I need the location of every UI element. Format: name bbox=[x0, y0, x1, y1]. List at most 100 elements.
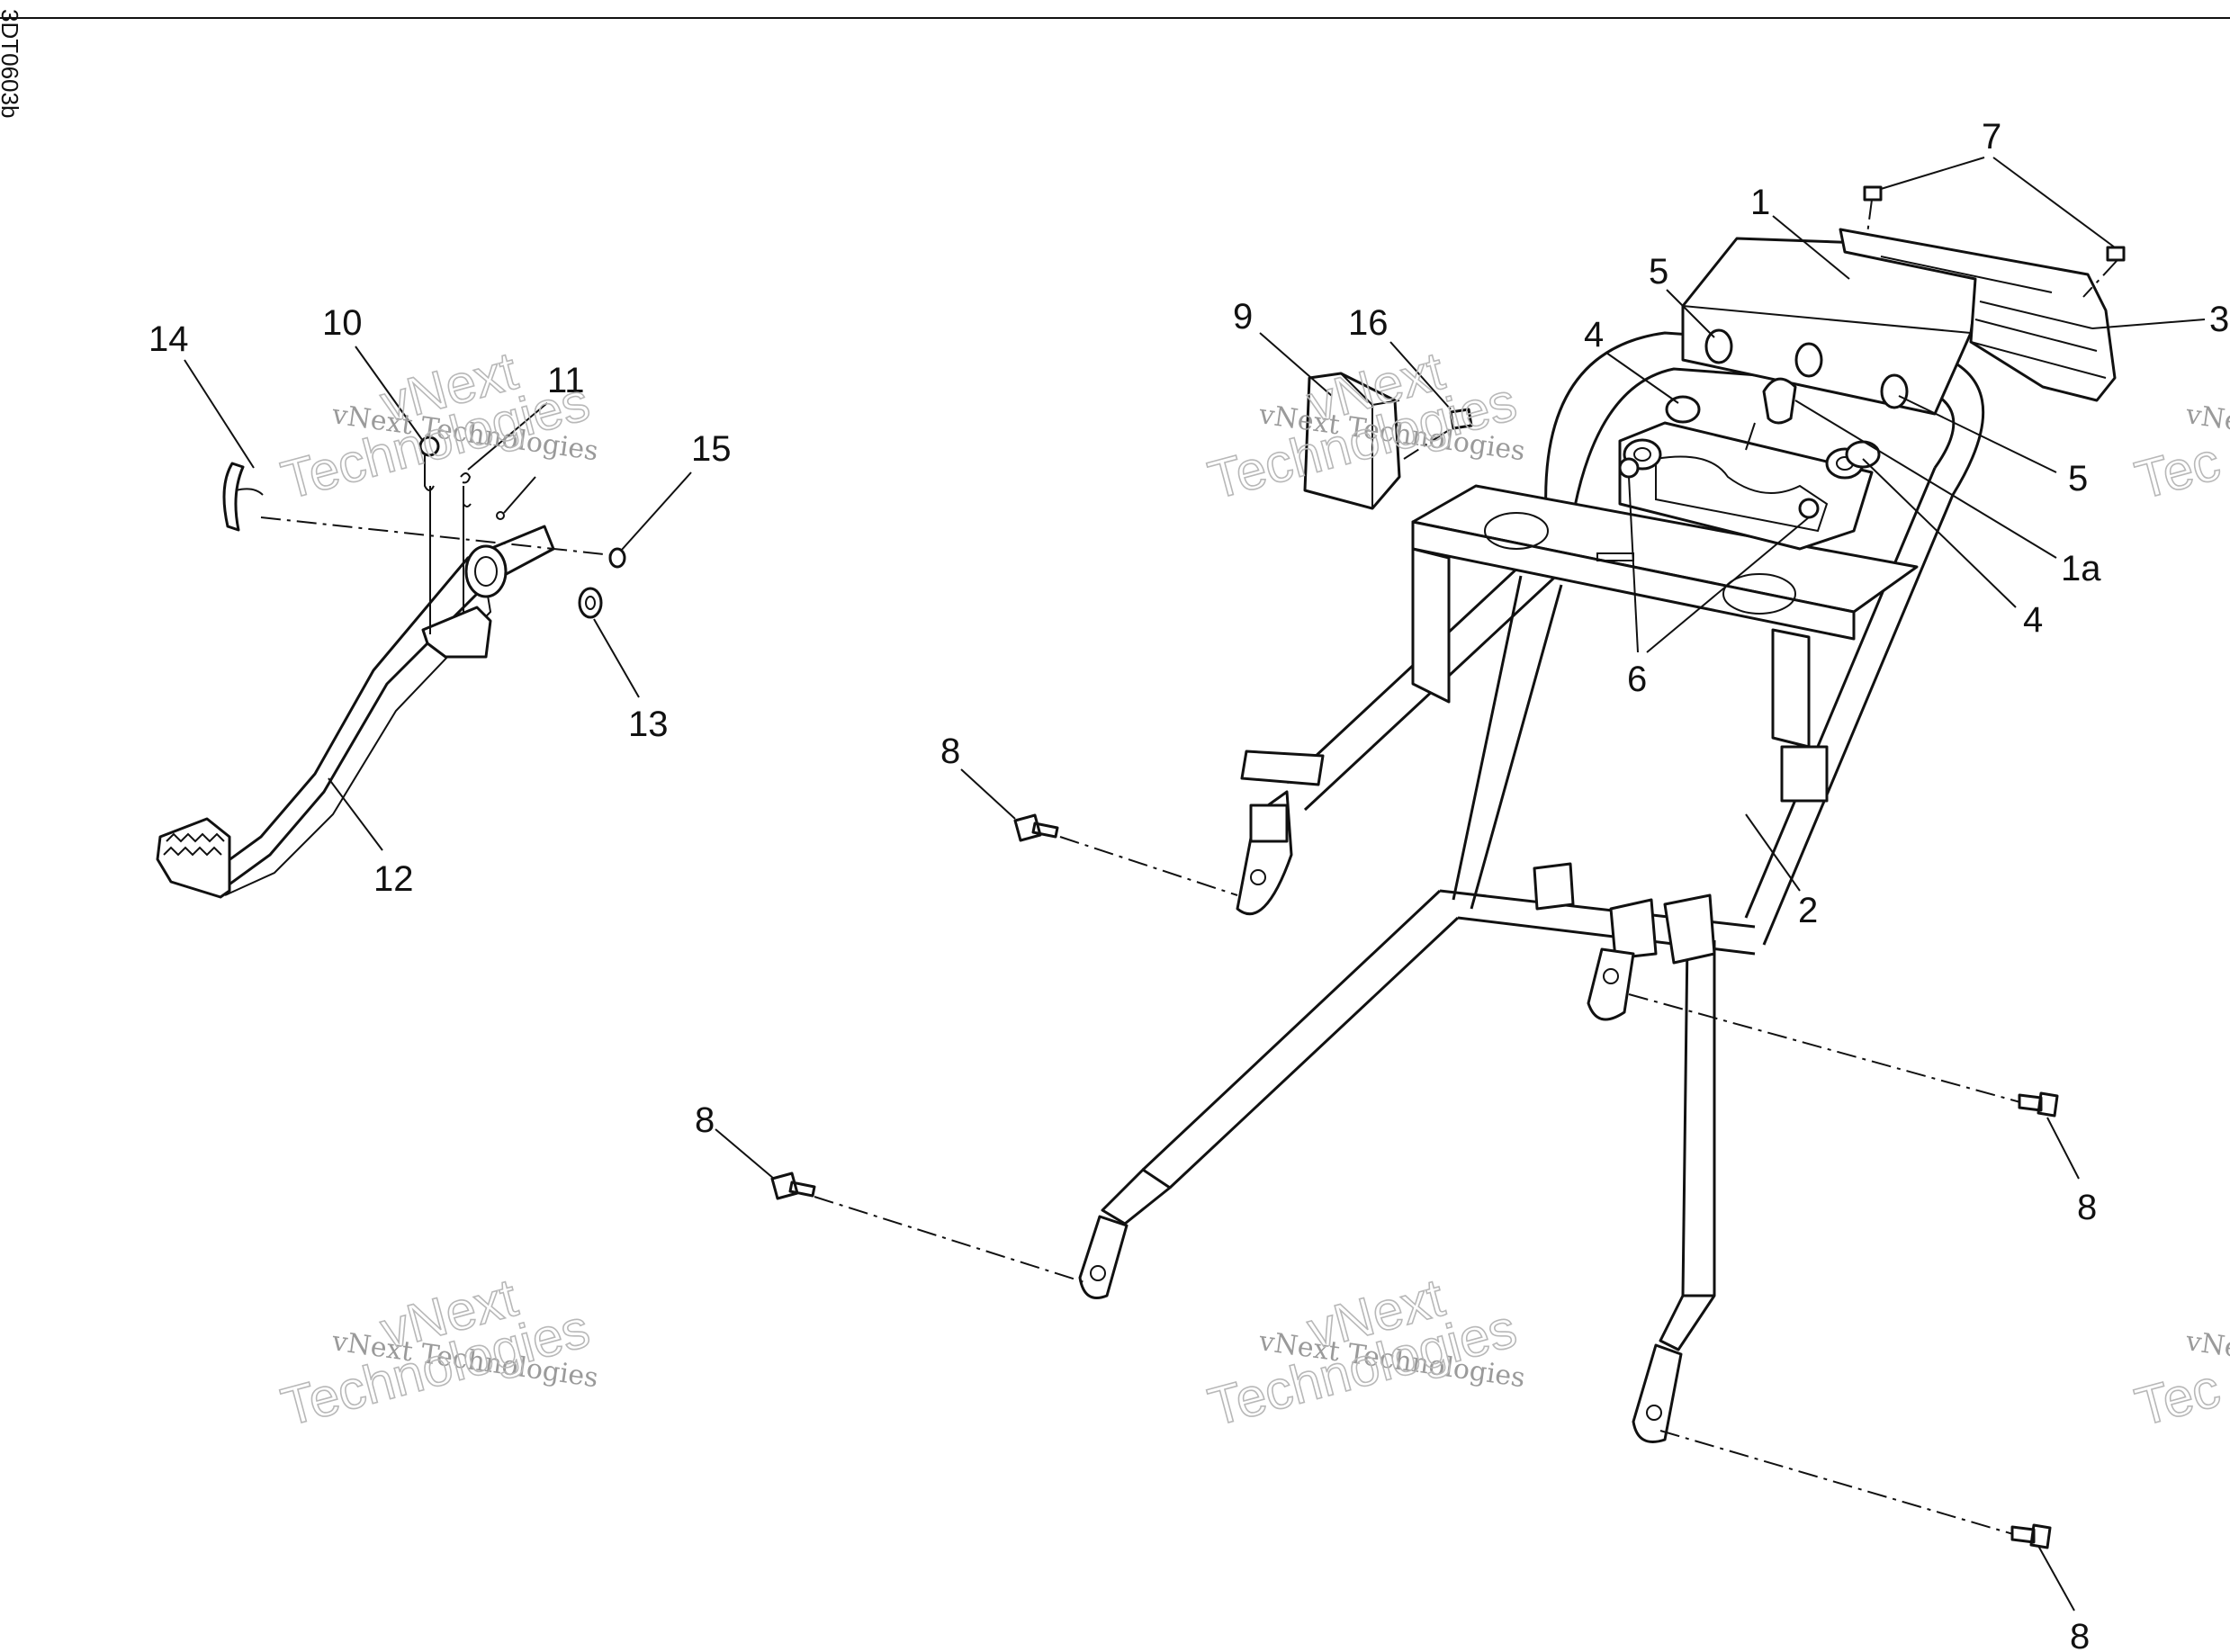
pedal-assembly-axis bbox=[260, 516, 622, 557]
pedal-pivot-hole bbox=[474, 556, 498, 587]
leader-4a bbox=[1605, 352, 1679, 404]
callout-12: 12 bbox=[373, 859, 414, 899]
bolt-right-upper bbox=[2018, 1091, 2059, 1118]
bolt-lower-left bbox=[770, 1172, 816, 1200]
spring-clip bbox=[460, 472, 472, 507]
leader-8a bbox=[960, 768, 1016, 820]
frame-left-lower-lug-hole bbox=[1090, 1265, 1106, 1281]
plate-screw-left-axis bbox=[1866, 199, 1873, 235]
leader-14 bbox=[184, 359, 255, 469]
callout-4-lower: 4 bbox=[2023, 600, 2043, 640]
frame-left-lower-lug bbox=[1078, 1215, 1128, 1299]
callout-4-upper: 4 bbox=[1584, 315, 1604, 355]
plate-screw-right bbox=[2106, 246, 2126, 262]
plate-screw-left bbox=[1863, 185, 1883, 202]
leader-2 bbox=[1745, 813, 1801, 892]
callout-labels: 14 10 11 15 13 12 9 16 8 8 8 8 5 4 1 7 3… bbox=[148, 117, 2229, 1652]
frame-right-lower-stay bbox=[1681, 939, 1716, 1297]
return-spring bbox=[418, 435, 440, 457]
callout-8-right-lower: 8 bbox=[2070, 1617, 2090, 1652]
callout-2: 2 bbox=[1798, 891, 1818, 930]
nut-left bbox=[1618, 457, 1640, 479]
leader-10 bbox=[355, 346, 424, 442]
watermark-top-right-edge: vNe Tec bbox=[2128, 399, 2230, 511]
leader-7b bbox=[1992, 157, 2116, 248]
rear-reflector-edge bbox=[1340, 373, 1400, 508]
frame-center-down-tube bbox=[1452, 575, 1563, 910]
frame-right-lower-stay-end bbox=[1659, 1294, 1716, 1351]
leader-lines bbox=[184, 157, 2206, 1612]
reflector-screw bbox=[1449, 408, 1473, 430]
callout-8-upper-left: 8 bbox=[940, 732, 960, 771]
leader-13 bbox=[593, 618, 640, 698]
leader-6b bbox=[1646, 516, 1810, 653]
leader-1a bbox=[1794, 400, 2057, 559]
leader-8b bbox=[715, 1128, 775, 1180]
leader-3 bbox=[2091, 319, 2206, 329]
leader-12 bbox=[328, 777, 383, 851]
leader-5a bbox=[1666, 289, 1715, 338]
frame-crossmember-right-bracket bbox=[1771, 628, 1811, 749]
small-c-clip bbox=[496, 511, 505, 520]
callout-1: 1 bbox=[1750, 183, 1770, 222]
nut-right bbox=[1798, 498, 1820, 519]
watermark-bottom-left: vNext Technologies vNext Technologies bbox=[274, 1266, 600, 1438]
foot-pad-teeth bbox=[163, 832, 225, 857]
frame-lower-tab bbox=[1533, 862, 1575, 911]
watermark-bottom-right-edge: vNe Tec bbox=[2128, 1325, 2230, 1438]
crossmember-hole-left bbox=[1484, 512, 1549, 550]
callout-6: 6 bbox=[1627, 660, 1647, 699]
frame-right-lower-lug-hole bbox=[1646, 1405, 1662, 1421]
frame-crossmember-left-bracket bbox=[1411, 547, 1451, 704]
light-stud-right bbox=[1880, 373, 1909, 409]
tail-light-bracket-cutout bbox=[1655, 455, 1829, 533]
license-plate-bracket-ribs bbox=[1970, 301, 2107, 379]
pedal-spring-bracket bbox=[421, 606, 492, 659]
leader-15 bbox=[620, 471, 692, 552]
crossmember-hole-right bbox=[1722, 573, 1796, 615]
frame-right-upper-rail bbox=[1744, 467, 1955, 946]
bolt-upper-left-axis bbox=[1059, 836, 1238, 896]
plate-screw-right-axis bbox=[2082, 260, 2118, 298]
watermark-bottom-center: vNext Technologies vNext Technologies bbox=[1201, 1266, 1527, 1438]
callout-3: 3 bbox=[2209, 300, 2229, 339]
leader-4b bbox=[1862, 458, 2017, 608]
drawing-id: 3DT0603b bbox=[0, 9, 23, 118]
frame-left-lower-stay bbox=[1141, 889, 1460, 1190]
pivot-washer-hole bbox=[585, 596, 596, 610]
leader-5b bbox=[1898, 395, 2057, 473]
watermark-outline: Tec bbox=[2129, 431, 2226, 511]
pivot-washer bbox=[578, 587, 603, 619]
frame-right-lower-lug bbox=[1632, 1343, 1683, 1443]
frame-right-mount-tab bbox=[1780, 745, 1829, 803]
reflector-screw-axis bbox=[1403, 429, 1450, 460]
frame-left-upper-tab bbox=[1249, 804, 1289, 843]
callout-13: 13 bbox=[628, 705, 669, 744]
brake-pedal-assembly bbox=[156, 435, 626, 899]
callout-14: 14 bbox=[148, 319, 189, 359]
frame-left-lower-stay-end bbox=[1101, 1168, 1172, 1226]
frame-rubber-pad bbox=[1240, 750, 1325, 786]
frame-center-mid-bracket bbox=[1663, 893, 1716, 965]
callout-1a: 1a bbox=[2061, 549, 2101, 588]
frame-right-mid-lug-hole bbox=[1603, 968, 1619, 984]
pivot-end-cap bbox=[608, 547, 626, 569]
light-stud-center bbox=[1794, 342, 1823, 378]
license-plate-bracket bbox=[1839, 228, 2117, 402]
callout-9: 9 bbox=[1233, 297, 1253, 337]
callout-8-lower-left: 8 bbox=[695, 1100, 715, 1140]
bolt-right-lower-axis bbox=[1659, 1430, 2014, 1535]
callout-11: 11 bbox=[547, 361, 585, 400]
pedal-retaining-clip-slot bbox=[235, 488, 264, 496]
watermark-outline: Tec bbox=[2129, 1358, 2226, 1438]
frame-upper-loop bbox=[1544, 331, 1985, 568]
light-stud-left bbox=[1704, 328, 1733, 364]
callout-5-upper: 5 bbox=[1649, 252, 1668, 292]
leader-8c bbox=[2046, 1117, 2080, 1180]
grommet-left-hole bbox=[1633, 447, 1651, 462]
callout-16: 16 bbox=[1348, 303, 1389, 343]
tail-light-lens-edge bbox=[1682, 305, 1972, 334]
brake-pedal-arm-edge bbox=[224, 584, 492, 896]
brake-pedal-foot-pad bbox=[156, 817, 231, 899]
callout-10: 10 bbox=[322, 303, 363, 343]
